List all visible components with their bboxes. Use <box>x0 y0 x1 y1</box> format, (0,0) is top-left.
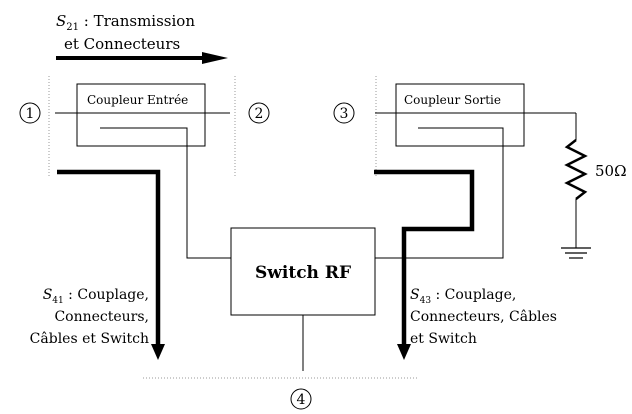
s41-label-line2: Connecteurs, <box>54 309 149 325</box>
output-coupler-label: Coupleur Sortie <box>404 93 501 107</box>
port-2: 2 <box>248 102 270 124</box>
s43-label-line2: Connecteurs, Câbles <box>410 309 557 325</box>
s43-label-line1: S43 : Couplage, <box>410 287 516 306</box>
s43-arrow-head <box>397 344 411 360</box>
s41-label-line3: Câbles et Switch <box>30 331 149 347</box>
switch-rf-box <box>230 227 376 316</box>
s21-arrow-head <box>202 52 228 64</box>
output-coupled-line <box>375 127 504 259</box>
input-coupler-box <box>76 83 206 147</box>
input-coupler-label: Coupleur Entrée <box>87 93 188 107</box>
output-coupler-box <box>395 83 525 147</box>
port-3: 3 <box>333 102 355 124</box>
svg-text:3: 3 <box>340 106 349 122</box>
ground-icon <box>561 247 591 259</box>
svg-text:4: 4 <box>297 392 306 408</box>
svg-text:2: 2 <box>255 106 264 122</box>
s43-label-line3: et Switch <box>410 331 477 347</box>
s41-label-line1: S41 : Couplage, <box>43 287 149 306</box>
s21-label-line2: et Connecteurs <box>64 35 180 53</box>
s21-label-line1: S21 : Transmission <box>56 12 195 33</box>
resistor-symbol <box>564 139 588 200</box>
port-4: 4 <box>290 388 312 410</box>
s41-path <box>57 169 161 346</box>
switch-rf-label: Switch RF <box>255 263 351 283</box>
s41-arrow-head <box>151 344 165 360</box>
resistor-label: 50Ω <box>595 162 627 180</box>
svg-text:1: 1 <box>26 106 35 122</box>
s43-path <box>374 169 475 346</box>
input-coupled-line <box>100 127 231 259</box>
port-1: 1 <box>19 102 41 124</box>
